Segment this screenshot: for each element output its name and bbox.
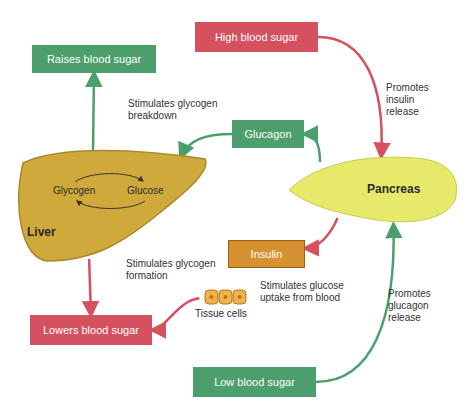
cell-nucleus (224, 295, 228, 299)
pancreas-organ: Pancreas (285, 150, 460, 230)
hormone-box: Insulin (228, 240, 305, 268)
cell-icon (233, 290, 246, 304)
note-label: Stimulates glucose uptake from blood (260, 280, 350, 304)
edge-label: Promotes insulin release (386, 82, 446, 118)
arrow-connector (181, 134, 232, 157)
effect-box: Lowers blood sugar (30, 315, 152, 345)
cell-nucleus (238, 295, 242, 299)
node-text: Insulin (251, 248, 283, 260)
edge-label: Stimulates glycogen formation (126, 258, 226, 282)
condition-box: High blood sugar (195, 22, 318, 52)
cell-icon (219, 290, 232, 304)
node-text: Glucose (127, 185, 164, 196)
node-text: Liver (27, 225, 56, 239)
liver-outline (15, 145, 210, 265)
arrow-connector (93, 73, 94, 151)
arrow-connector (305, 218, 338, 248)
liver-organ: Glycogen GlucoseLiver (15, 145, 210, 265)
node-text: Glycogen (53, 185, 95, 196)
node-text: Raises blood sugar (47, 53, 141, 65)
arrow-connector (152, 298, 199, 330)
node-text: Tissue cells (195, 308, 247, 319)
node-text: Glucagon (244, 128, 291, 140)
arrow-connector (316, 224, 394, 382)
node-text: Lowers blood sugar (43, 324, 139, 336)
node-text: Pancreas (367, 182, 420, 196)
effect-box: Raises blood sugar (32, 45, 156, 73)
arrow-connector (304, 134, 320, 162)
liver-fill (19, 151, 206, 262)
tissue-cells: Tissue cells (193, 288, 257, 322)
cycle-arrow (77, 201, 145, 209)
cell-nucleus (210, 295, 214, 299)
edge-label: Stimulates glycogen breakdown (128, 98, 238, 122)
edge-label: Promotes glucagon release (388, 288, 448, 324)
arrow-connector (318, 37, 382, 156)
node-text: Low blood sugar (214, 376, 295, 388)
condition-box: Low blood sugar (193, 367, 316, 397)
hormone-box: Glucagon (232, 120, 304, 148)
arrow-connector (89, 259, 91, 315)
cell-icon (205, 290, 218, 304)
cycle-arrow (75, 174, 143, 182)
pancreas-fill (289, 157, 457, 222)
node-text: High blood sugar (215, 31, 298, 43)
